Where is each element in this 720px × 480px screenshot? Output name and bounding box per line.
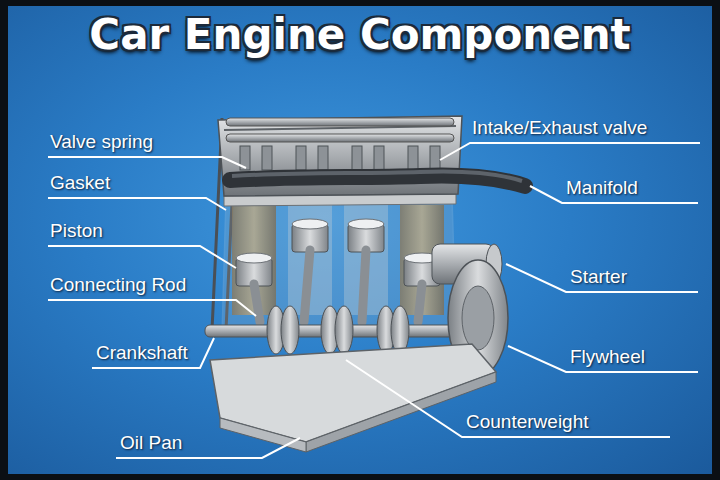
part-label: Oil Pan — [120, 432, 182, 454]
part-label: Manifold — [566, 177, 638, 199]
part-label: Piston — [50, 220, 103, 242]
part-label: Starter — [570, 266, 627, 288]
part-label: Counterweight — [466, 411, 589, 433]
part-label: Valve spring — [50, 131, 153, 153]
background-panel: Car Engine ComponentValve springGasketPi… — [8, 6, 712, 474]
part-label: Crankshaft — [96, 342, 188, 364]
page-title: Car Engine Component — [8, 10, 712, 59]
part-label: Intake/Exhaust valve — [472, 117, 647, 139]
part-label: Connecting Rod — [50, 274, 186, 296]
part-label: Gasket — [50, 172, 110, 194]
engine-illustration — [8, 6, 712, 474]
part-label: Flywheel — [570, 346, 645, 368]
